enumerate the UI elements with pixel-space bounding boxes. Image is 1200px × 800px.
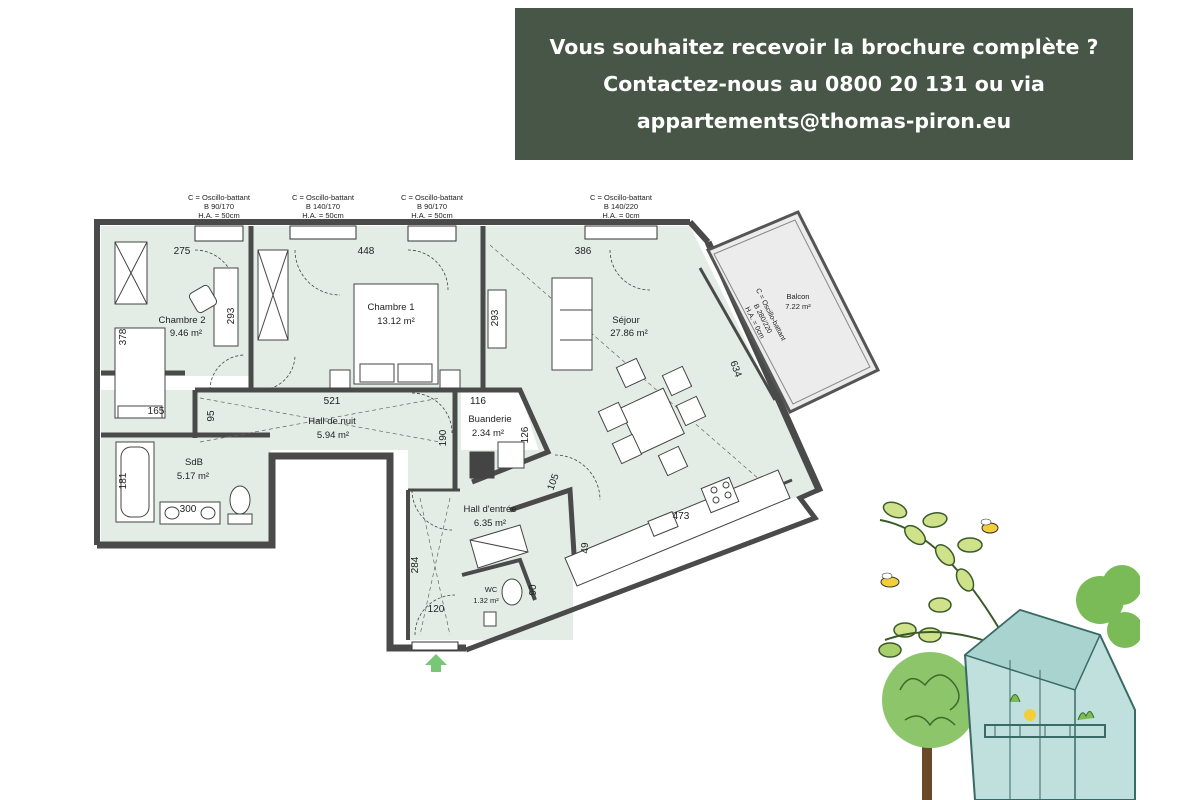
room-balcon-area: 7.22 m² bbox=[785, 302, 811, 311]
room-wc-area: 1.32 m² bbox=[473, 596, 499, 605]
door-swings bbox=[194, 249, 651, 636]
sofa bbox=[551, 277, 593, 371]
banner-line-brochure: Vous souhaitez recevoir la brochure comp… bbox=[549, 34, 1099, 59]
dim-521: 521 bbox=[324, 396, 341, 407]
window-3-ha: H.A. = 50cm bbox=[411, 211, 452, 220]
dim-49: 49 bbox=[580, 542, 591, 554]
room-wc-name: WC bbox=[485, 585, 498, 594]
room-buanderie-name: Buanderie bbox=[468, 414, 511, 425]
dim-293-chambre2: 293 bbox=[226, 307, 237, 324]
room-hall-nuit-name: Hall de nuit bbox=[308, 416, 356, 427]
room-sdb-area: 5.17 m² bbox=[177, 471, 209, 482]
balcony bbox=[705, 210, 880, 414]
toilet-wc bbox=[501, 578, 523, 606]
window-2-ha: H.A. = 50cm bbox=[302, 211, 343, 220]
window-openings bbox=[194, 225, 658, 242]
dim-116: 116 bbox=[470, 396, 486, 407]
tv-unit bbox=[487, 289, 507, 349]
desk bbox=[213, 267, 239, 347]
bee-icon bbox=[980, 518, 999, 534]
toilet-sdb bbox=[229, 485, 251, 515]
window-3-type: C = Oscillo-battant bbox=[401, 193, 464, 202]
tree-icon bbox=[882, 652, 978, 800]
room-sdb-name: SdB bbox=[185, 457, 203, 468]
room-chambre1-name: Chambre 1 bbox=[368, 302, 415, 313]
dim-284: 284 bbox=[410, 556, 421, 573]
dim-448: 448 bbox=[358, 246, 375, 257]
building-icon bbox=[963, 608, 1136, 800]
room-chambre2-name: Chambre 2 bbox=[159, 315, 206, 326]
window-1-type: C = Oscillo-battant bbox=[188, 193, 251, 202]
dim-300: 300 bbox=[180, 504, 197, 515]
entrance-door bbox=[411, 641, 459, 651]
bee-icon bbox=[880, 572, 900, 588]
bush-icon bbox=[1076, 565, 1140, 648]
dim-165: 165 bbox=[148, 406, 165, 417]
furniture bbox=[114, 241, 791, 627]
banner-line-email: appartements@thomas-piron.eu bbox=[636, 108, 1012, 133]
bed-chambre2 bbox=[114, 327, 166, 419]
decorative-illustration bbox=[878, 501, 1140, 800]
desk-chair bbox=[188, 284, 218, 314]
nightstand-left bbox=[329, 369, 351, 389]
dim-293-sejour: 293 bbox=[490, 309, 501, 326]
dim-378: 378 bbox=[118, 328, 129, 345]
window-4-type: C = Oscillo-battant bbox=[590, 193, 653, 202]
cooktop bbox=[700, 476, 740, 514]
dim-473: 473 bbox=[673, 511, 690, 522]
entrance-arrow-icon bbox=[425, 654, 447, 672]
window-2-type: C = Oscillo-battant bbox=[292, 193, 355, 202]
dim-386: 386 bbox=[575, 246, 592, 257]
kitchen-sink bbox=[647, 511, 679, 537]
banner-line-phone: Contactez-nous au 0800 20 131 ou via bbox=[603, 71, 1045, 96]
window-4-ha: H.A. = 0cm bbox=[602, 211, 639, 220]
dim-275: 275 bbox=[174, 246, 191, 257]
washing-machine bbox=[469, 451, 495, 479]
window-1-ha: H.A. = 50cm bbox=[198, 211, 239, 220]
dim-95: 95 bbox=[206, 410, 217, 422]
room-sejour-area: 27.86 m² bbox=[610, 328, 648, 339]
room-buanderie-area: 2.34 m² bbox=[472, 428, 504, 439]
nightstand-right bbox=[439, 369, 461, 389]
room-chambre2-area: 9.46 m² bbox=[170, 328, 202, 339]
room-sejour-name: Séjour bbox=[612, 315, 639, 326]
dining-table bbox=[619, 387, 685, 455]
room-chambre1-area: 13.12 m² bbox=[377, 316, 415, 327]
room-hall-entree-name: Hall d'entrée bbox=[463, 504, 516, 515]
window-1-size: B 90/170 bbox=[204, 202, 234, 211]
measure-lines bbox=[199, 244, 761, 636]
room-hall-nuit-area: 5.94 m² bbox=[317, 430, 349, 441]
contact-banner: Vous souhaitez recevoir la brochure comp… bbox=[515, 8, 1133, 160]
dim-126: 126 bbox=[520, 426, 531, 443]
dim-90: 90 bbox=[528, 584, 539, 596]
dim-120: 120 bbox=[428, 604, 445, 615]
room-balcon-name: Balcon bbox=[787, 292, 810, 301]
room-hall-entree-area: 6.35 m² bbox=[474, 518, 506, 529]
branch-leaves-icon bbox=[878, 501, 1011, 658]
window-3-size: B 90/170 bbox=[417, 202, 447, 211]
dim-190: 190 bbox=[438, 429, 449, 446]
floor-plan: C = Oscillo-battant B 90/170 H.A. = 50cm… bbox=[94, 193, 880, 672]
dim-181: 181 bbox=[118, 472, 129, 489]
window-2-size: B 140/170 bbox=[306, 202, 340, 211]
window-4-size: B 140/220 bbox=[604, 202, 638, 211]
